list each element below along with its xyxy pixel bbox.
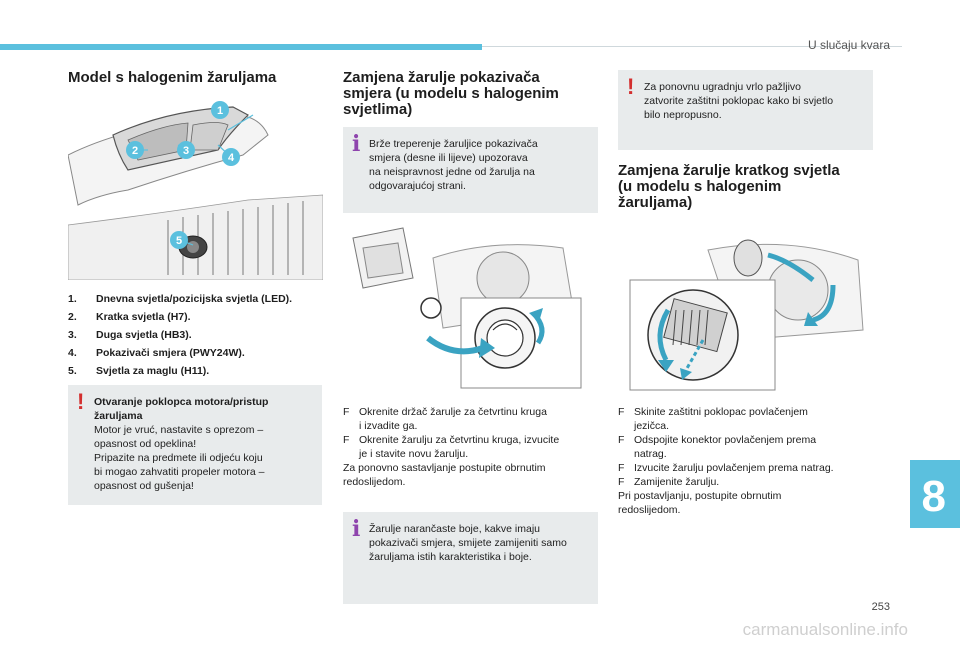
chapter-tab [910, 460, 960, 528]
svg-text:1: 1 [217, 105, 223, 117]
info-icon: i [352, 516, 361, 542]
header-accent-bar [0, 44, 482, 50]
callout-3: 3 [177, 141, 195, 159]
info-box-orange-bulbs: i Žarulje narančaste boje, kakve imaju p… [343, 512, 598, 604]
warning-icon: ! [627, 74, 635, 99]
callout-5: 5 [170, 231, 188, 249]
svg-text:5: 5 [176, 235, 182, 247]
headlamp-figure: 1 2 3 4 5 [68, 95, 323, 280]
bulb-list: 1.Dnevna svjetla/pozicijska svjetla (LED… [68, 290, 328, 380]
svg-text:2: 2 [132, 145, 138, 157]
info-box-indicator: i Brže treperenje žaruljice pokazivača s… [343, 127, 598, 213]
callout-1: 1 [211, 101, 229, 119]
low-beam-illustration [629, 239, 864, 391]
section-title: U slučaju kvara [807, 38, 890, 52]
col3-heading: Zamjena žarulje kratkog svjetla (u model… [618, 162, 840, 211]
indicator-illustration [352, 227, 582, 389]
svg-text:4: 4 [228, 152, 235, 164]
callout-4: 4 [222, 148, 240, 166]
watermark: carmanualsonline.info [742, 620, 908, 639]
warning-box-hood: ! Otvaranje poklopca motora/pristup žaru… [68, 385, 322, 505]
callout-2: 2 [126, 141, 144, 159]
warning-box-cover: ! Za ponovnu ugradnju vrlo pažljivo zatv… [618, 70, 873, 150]
list-item: 5.Svjetla za maglu (H11). [68, 365, 210, 377]
list-item: 4.Pokazivači smjera (PWY24W). [68, 347, 245, 359]
indicator-bulb-figure [343, 218, 598, 393]
svg-text:3: 3 [183, 145, 189, 157]
list-item: 3.Duga svjetla (HB3). [68, 329, 192, 341]
page-number: 253 [871, 601, 890, 613]
header-rule [482, 46, 902, 47]
info-icon: i [352, 131, 361, 157]
low-beam-figure [618, 220, 873, 395]
headlamp-illustration: 1 2 3 4 5 [68, 101, 323, 280]
warning-icon: ! [77, 389, 85, 414]
col1-heading: Model s halogenim žaruljama [68, 69, 277, 86]
list-item: 2.Kratka svjetla (H7). [68, 311, 191, 323]
list-item: 1.Dnevna svjetla/pozicijska svjetla (LED… [68, 293, 293, 305]
chapter-number: 8 [921, 472, 946, 521]
col2-heading: Zamjena žarulje pokazivača smjera (u mod… [343, 69, 559, 118]
